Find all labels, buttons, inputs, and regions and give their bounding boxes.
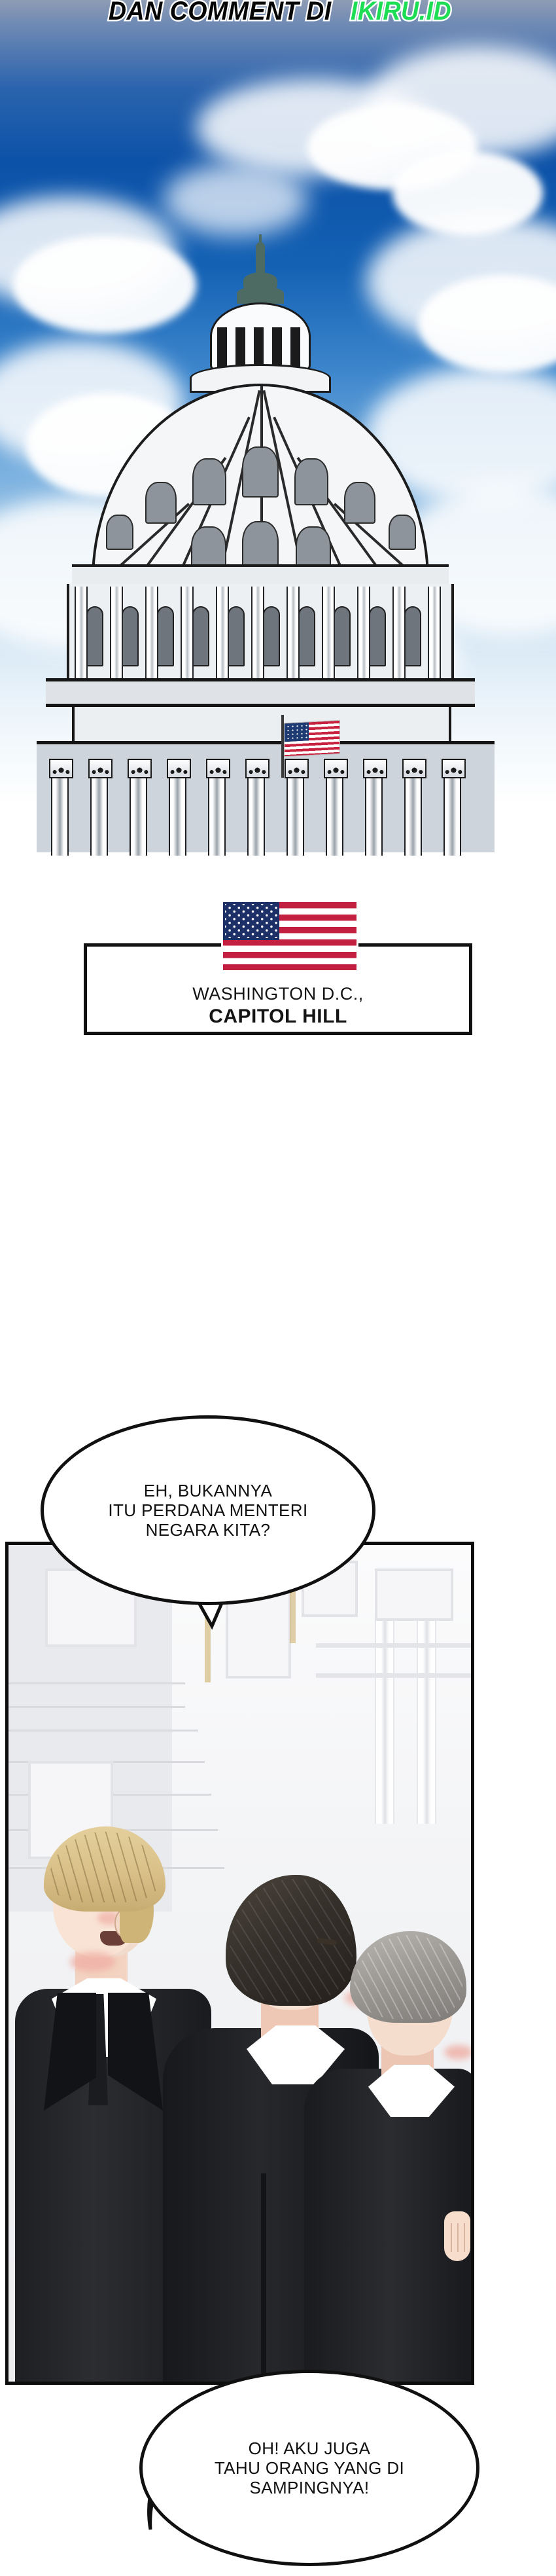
dome-lantern [243,272,277,289]
bg-balustrade [316,1643,471,1648]
us-flag-icon-building [284,719,340,757]
cheek-blush [444,2045,471,2059]
flagpole [281,715,284,778]
suit-jacket [304,2069,471,2382]
dome-balustrade [72,564,449,587]
caption-line-city: WASHINGTON D.C., [192,984,364,1004]
character-grey-haired-man [304,1909,471,2382]
bg-wall-line [9,1706,185,1708]
bg-wall-line [9,1682,185,1684]
cloud [13,236,196,334]
capitol-entablature [72,704,451,744]
bg-column [417,1608,436,1824]
dome-drum-colonnade [67,584,454,682]
suit-fold [261,2173,266,2382]
bg-wall-line [9,1730,198,1732]
speech-bubble-bottom: OH! AKU JUGA TAHU ORANG YANG DI SAMPINGN… [139,2370,479,2566]
capitol-building [0,229,556,856]
character-blonde-man [15,1826,211,2382]
capitol-establishing-scene [0,0,556,1087]
capitol-colonnade [37,741,495,856]
bg-gold-trim [290,1545,296,1643]
caption-line-landmark: CAPITOL HILL [209,1005,347,1027]
cheek-blush [97,1912,120,1925]
cupola-columns [213,327,307,371]
neck-blush [70,1952,116,1972]
bg-wall-panel [375,1569,453,1621]
speech-bubble-bottom-text: OH! AKU JUGA TAHU ORANG YANG DI SAMPINGN… [214,2438,405,2498]
cloud [164,164,307,236]
blonde-hair [44,1826,165,1912]
speech-bubble-top: EH, BUKANNYA ITU PERDANA MENTERI NEGARA … [41,1415,375,1605]
capitol-dome [92,384,429,580]
cloud [419,275,556,373]
speech-bubble-top-text: EH, BUKANNYA ITU PERDANA MENTERI NEGARA … [108,1480,308,1540]
three-men-panel [5,1542,474,2385]
bg-balustrade [316,1673,471,1678]
us-flag-icon [221,900,358,972]
statue-of-freedom-icon [256,234,265,274]
dome-lantern-neck [237,287,284,304]
bg-column [375,1608,394,1824]
hand [444,2211,470,2261]
grey-hair [350,1931,466,2023]
capitol-podium [46,678,475,707]
